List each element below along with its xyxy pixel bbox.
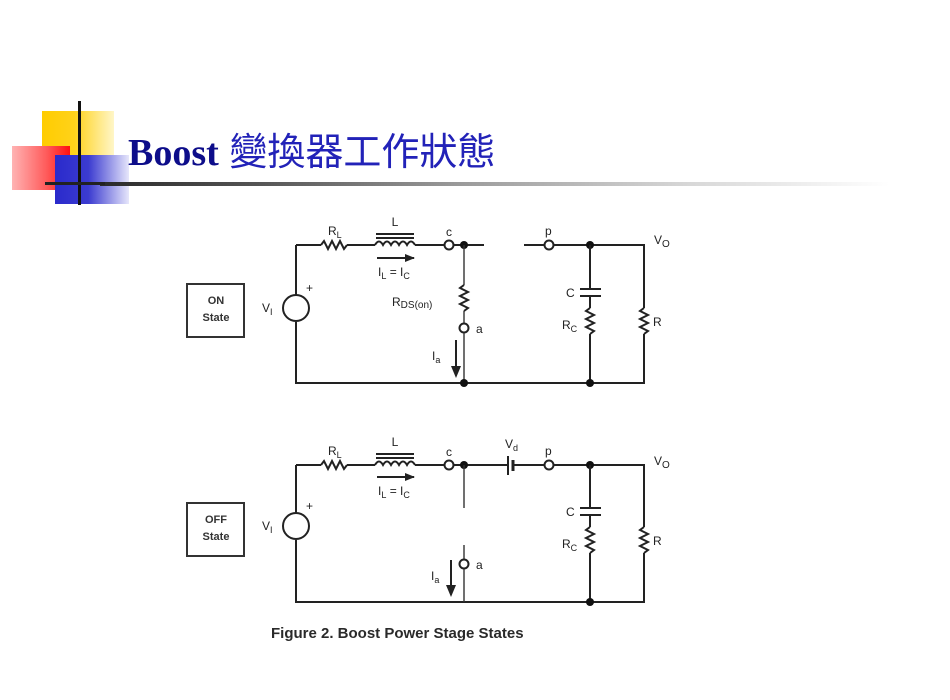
output-capacitor: C (566, 505, 601, 519)
output-capacitor: C (566, 286, 601, 300)
esr-resistor: RC (562, 526, 597, 554)
terminal-c (443, 459, 455, 471)
switch-current-arrow: Ia (431, 560, 456, 597)
switch-resistance: RDS(on) (392, 284, 471, 312)
rc-label: RC (562, 318, 578, 334)
load-resistor: R (637, 307, 662, 335)
vo-label: VO (654, 233, 670, 250)
on-state-box: ON State (186, 283, 245, 338)
vo-label: VO (654, 454, 670, 471)
inductor-current-label: IL = IC (378, 484, 410, 500)
decor-horizontal-line (45, 182, 105, 185)
slide-title-cjk: 變換器工作狀態 (229, 130, 496, 174)
load-label: R (653, 534, 662, 548)
cap-label: C (566, 505, 575, 519)
terminal-c (443, 239, 455, 251)
figure-caption: Figure 2. Boost Power Stage States (271, 625, 524, 642)
ia-label: Ia (432, 349, 440, 365)
decor-blue-square (55, 155, 129, 204)
inductor-current-arrow: IL = IC (377, 254, 415, 281)
wire (295, 464, 645, 603)
source-label: VI (262, 301, 273, 317)
inductor-current-label: IL = IC (378, 265, 410, 281)
wire (295, 244, 645, 384)
load-label: R (653, 315, 662, 329)
junction-dot (586, 379, 594, 387)
inductor-l: L (374, 435, 416, 468)
source-label: VI (262, 519, 273, 535)
node-p-label: p (545, 224, 552, 238)
rds-label: RDS(on) (392, 295, 432, 311)
rc-label: RC (562, 537, 578, 553)
voltage-source: + VI (262, 499, 313, 540)
node-c-label: c (446, 445, 452, 459)
state-label-line2: State (203, 312, 230, 324)
node-c-label: c (446, 225, 452, 239)
diode-drop-source: Vd (505, 437, 518, 475)
voltage-source: + VI (262, 281, 313, 322)
cap-label: C (566, 286, 575, 300)
resistor-rl: RL (320, 444, 348, 472)
state-label-line1: OFF (205, 514, 227, 526)
vd-label: Vd (505, 437, 518, 453)
esr-resistor: RC (562, 307, 597, 335)
title-underline (100, 182, 890, 186)
terminal-p (543, 459, 555, 471)
rl-label: RL (328, 444, 342, 460)
load-resistor: R (637, 526, 662, 554)
off-state-box: OFF State (186, 502, 245, 557)
plus-sign: + (306, 499, 313, 513)
inductor-l: L (374, 215, 416, 248)
terminal-a (458, 558, 470, 570)
rl-label: RL (328, 224, 342, 240)
off-state-circuit: OFF State + VI RL L IL = IC c (186, 435, 670, 606)
state-label-line1: ON (208, 295, 225, 307)
on-state-circuit: ON State + VI RL L IL = IC c (186, 215, 670, 387)
decor-vertical-line (78, 101, 81, 205)
switch-current-arrow: Ia (432, 340, 461, 378)
inductor-current-arrow: IL = IC (377, 473, 415, 500)
resistor-rl: RL (320, 224, 348, 252)
ia-label: Ia (431, 569, 439, 585)
slide-title: Boost 變換器工作狀態 (128, 128, 495, 177)
inductor-label: L (392, 215, 399, 229)
plus-sign: + (306, 281, 313, 295)
junction-dot (460, 379, 468, 387)
node-a-label: a (476, 558, 483, 572)
terminal-a (458, 322, 470, 334)
node-a-label: a (476, 322, 483, 336)
state-label-line2: State (203, 531, 230, 543)
slide-title-latin: Boost (128, 132, 219, 174)
inductor-label: L (392, 435, 399, 449)
junction-dot (586, 598, 594, 606)
terminal-p (543, 239, 555, 251)
node-p-label: p (545, 444, 552, 458)
